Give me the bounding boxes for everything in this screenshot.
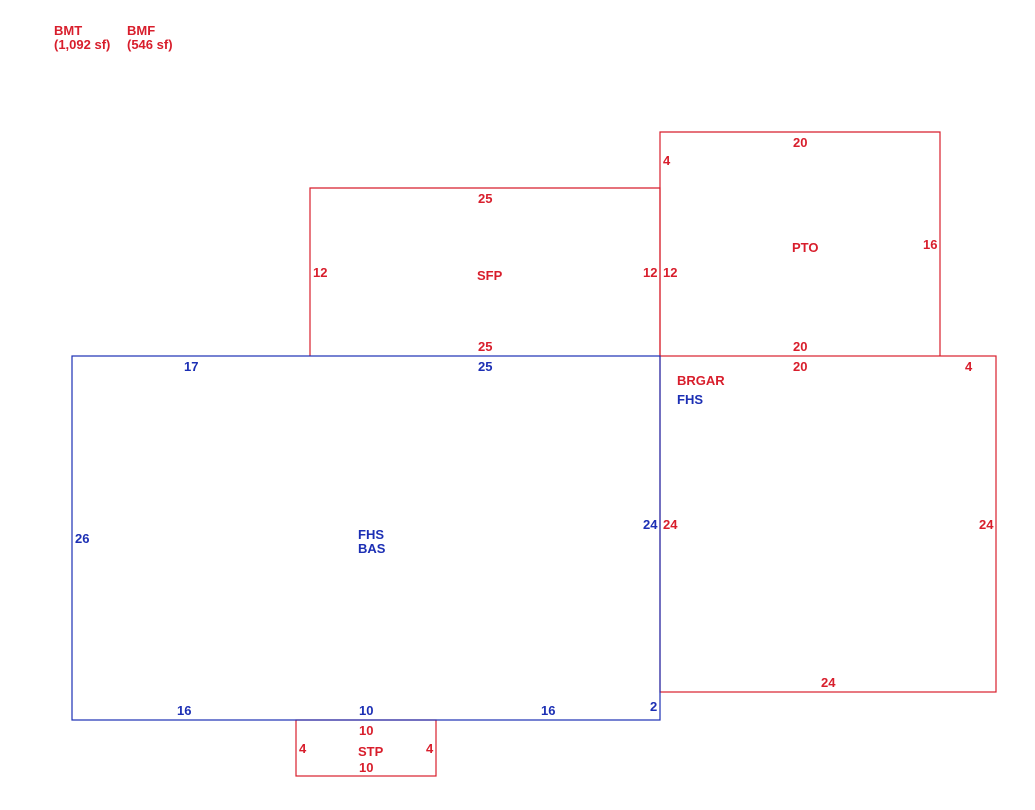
sfp-dim-right: 12	[643, 265, 657, 280]
garage-label-brgar: BRGAR	[677, 373, 725, 388]
main-dim-top-left: 17	[184, 359, 198, 374]
legend-bmf-area: (546 sf)	[127, 37, 173, 52]
stp-label: STP	[358, 744, 384, 759]
garage-dim-right: 24	[979, 517, 994, 532]
legend-bmf: BMF (546 sf)	[127, 24, 173, 52]
main-label-bas: BAS	[358, 541, 386, 556]
pto-outline	[659, 131, 941, 356]
sfp-label: SFP	[477, 268, 503, 283]
stp-dim-right: 4	[426, 741, 434, 756]
garage-label-fhs: FHS	[677, 392, 703, 407]
pto-dim-left: 4	[663, 153, 671, 168]
stp-dim-left: 4	[299, 741, 307, 756]
garage-dim-top-right: 4	[965, 359, 973, 374]
pto-dim-left-lower: 12	[663, 265, 677, 280]
pto-dim-right: 16	[923, 237, 937, 252]
sfp-dim-bottom: 25	[478, 339, 492, 354]
sfp-dim-left: 12	[313, 265, 327, 280]
garage-dim-left: 24	[663, 517, 678, 532]
main-outline	[71, 355, 661, 721]
main-dim-top-mid: 25	[478, 359, 492, 374]
legend-bmt: BMT (1,092 sf)	[54, 24, 110, 52]
main-dim-bottom-left: 16	[177, 703, 191, 718]
legend-bmt-area: (1,092 sf)	[54, 37, 111, 52]
main-dim-corner: 2	[650, 699, 657, 714]
main-dim-bottom-mid: 10	[359, 703, 373, 718]
main-dim-bottom-right: 16	[541, 703, 555, 718]
garage-dim-top: 20	[793, 359, 807, 374]
pto-dim-bottom: 20	[793, 339, 807, 354]
sfp-dim-top: 25	[478, 191, 492, 206]
stp-dim-bottom: 10	[359, 760, 373, 775]
garage-dim-bottom: 24	[821, 675, 836, 690]
legend-bmf-code: BMF	[127, 23, 156, 38]
main-label-fhs: FHS	[358, 527, 384, 542]
garage-outline	[659, 355, 997, 693]
stp-dim-top: 10	[359, 723, 373, 738]
legend-bmt-code: BMT	[54, 23, 83, 38]
main-dim-left: 26	[75, 531, 89, 546]
pto-label: PTO	[792, 240, 819, 255]
main-dim-right: 24	[643, 517, 658, 532]
pto-dim-top: 20	[793, 135, 807, 150]
